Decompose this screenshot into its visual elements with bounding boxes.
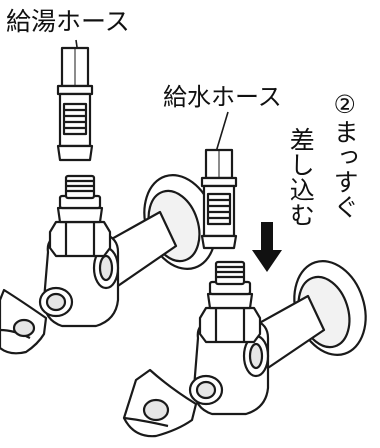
insert-direction-arrow	[252, 222, 282, 272]
hot-hex-nut	[48, 220, 112, 258]
instruction-text-line1: まっすぐ	[330, 119, 360, 219]
cold-hex-nut	[198, 306, 262, 344]
step-number: ②	[330, 90, 360, 119]
hot-hose	[56, 46, 94, 162]
hot-valve	[0, 174, 217, 355]
cold-hose	[200, 148, 238, 250]
instruction-line1: ②まっすぐ	[330, 90, 360, 219]
cold-hose-leader	[215, 111, 229, 153]
cold-valve	[122, 260, 367, 438]
cold-hose-label: 給水ホース	[163, 83, 282, 111]
instruction-line2: 差し込む	[286, 127, 316, 227]
hot-hose-label: 給湯ホース	[6, 7, 130, 36]
